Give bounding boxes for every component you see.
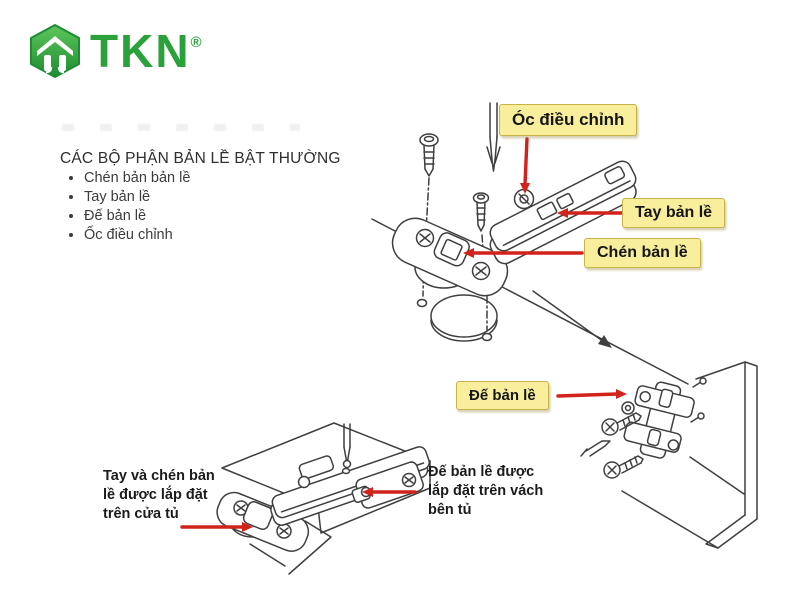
tkn-logo-icon (30, 24, 80, 78)
arrow-to-door-hinge (242, 522, 253, 532)
erased-text-remnant (62, 124, 300, 131)
panel-edge-arrow (598, 335, 612, 348)
list-item-hinge-arm: Tay bản lề (84, 189, 190, 206)
callout-arrows (180, 137, 627, 532)
hinge-cup (242, 501, 274, 531)
mounting-screw-icon (419, 133, 439, 177)
exploded-hinge-illustration (371, 102, 689, 385)
registered-mark: ® (190, 34, 202, 51)
note-line: lề được lắp đặt (103, 487, 208, 504)
list-item-hinge-cup: Chén bản bản lề (84, 170, 190, 187)
door-installation-note: Tay và chén bản lề được lắp đặt trên cửa… (103, 467, 215, 524)
arrow-to-hinge-arm (557, 208, 568, 218)
cabinet-installation-note: Đế bản lề được lắp đặt trên vách bên tủ (428, 463, 543, 520)
parts-list-heading: CÁC BỘ PHẬN BẢN LỀ BẬT THƯỜNG (60, 150, 341, 167)
arm-clip (298, 455, 335, 480)
screwdriver-icon (486, 102, 501, 172)
arrow-to-mounting-plate (616, 389, 627, 399)
list-item-mounting-plate: Đế bản lề (84, 208, 190, 225)
logo-brand-text: TKN® (90, 25, 202, 77)
screwdriver-icon (341, 423, 352, 475)
cup-bore-hole (430, 294, 498, 338)
arrow-to-plate-on-cabinet (362, 487, 373, 497)
note-line: trên cửa tủ (103, 506, 179, 523)
hinge-cup (433, 232, 470, 267)
arrow-to-hinge-cup (463, 248, 474, 258)
mounting-screw-icon (603, 455, 644, 479)
callout-mounting-plate: Đế bản lề (456, 381, 549, 410)
mounting-screw-icon (472, 192, 490, 232)
mounted-hinge-illustration (216, 422, 431, 575)
note-line: Đế bản lề được (428, 464, 535, 480)
tkn-logo: TKN® (28, 24, 202, 78)
parts-list: Chén bản bản lề Tay bản lề Đế bản lề Ốc … (64, 168, 190, 246)
mounting-plate-illustration (580, 361, 758, 549)
callout-hinge-arm: Tay bản lề (622, 198, 726, 228)
note-line: bên tủ (428, 502, 472, 519)
screwdriver-icon (580, 440, 611, 457)
callout-adjustment-screw: Óc điều chỉnh (499, 104, 638, 136)
note-line: lắp đặt trên vách (428, 483, 544, 500)
mounting-plate (623, 381, 695, 459)
list-item-adjustment-screw: Ốc điều chỉnh (84, 227, 190, 244)
mounting-screw-icon (601, 412, 642, 436)
callout-hinge-cup: Chén bản lề (584, 238, 701, 268)
arrow-to-adjustment-screw (520, 183, 530, 194)
note-line: Tay và chén bản (103, 468, 215, 484)
